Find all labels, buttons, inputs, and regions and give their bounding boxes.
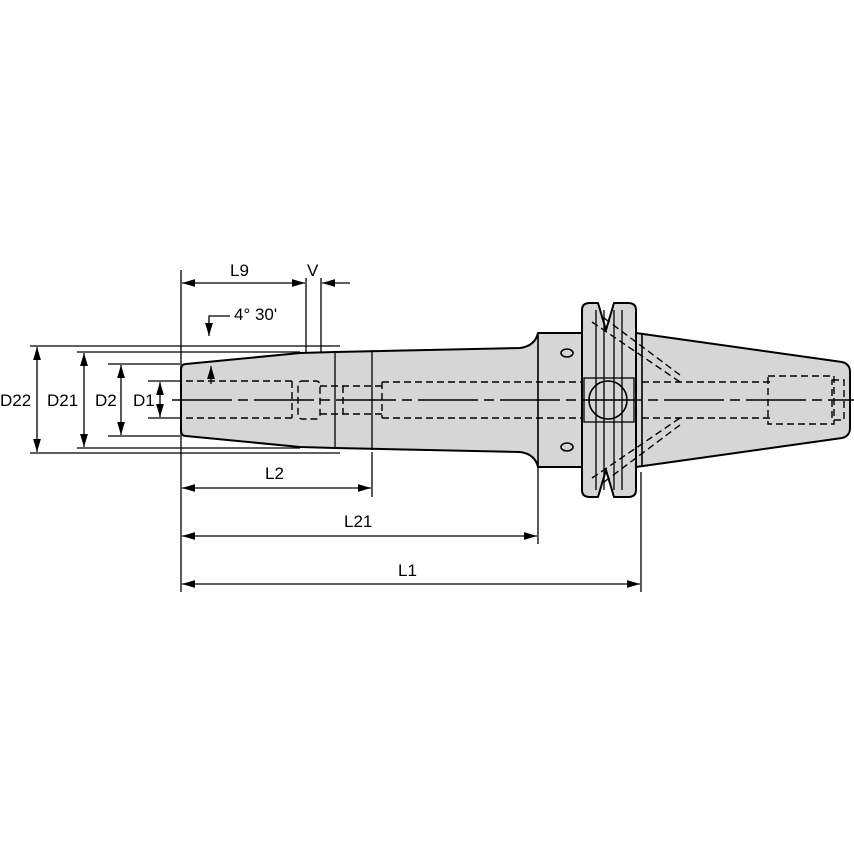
label-v: V (307, 261, 319, 280)
dimension-labels: L9 V 4° 30' D22 D21 D2 D1 L2 L21 L1 (0, 261, 417, 580)
label-l2: L2 (265, 464, 284, 483)
label-d22: D22 (0, 391, 31, 410)
label-l9: L9 (230, 261, 249, 280)
label-d2: D2 (95, 391, 117, 410)
dimension-lines (30, 270, 642, 592)
label-angle: 4° 30' (234, 305, 277, 324)
label-l1: L1 (398, 561, 417, 580)
taper-shank (635, 332, 851, 468)
label-d21: D21 (47, 391, 78, 410)
label-d1: D1 (133, 391, 155, 410)
label-l21: L21 (344, 512, 372, 531)
